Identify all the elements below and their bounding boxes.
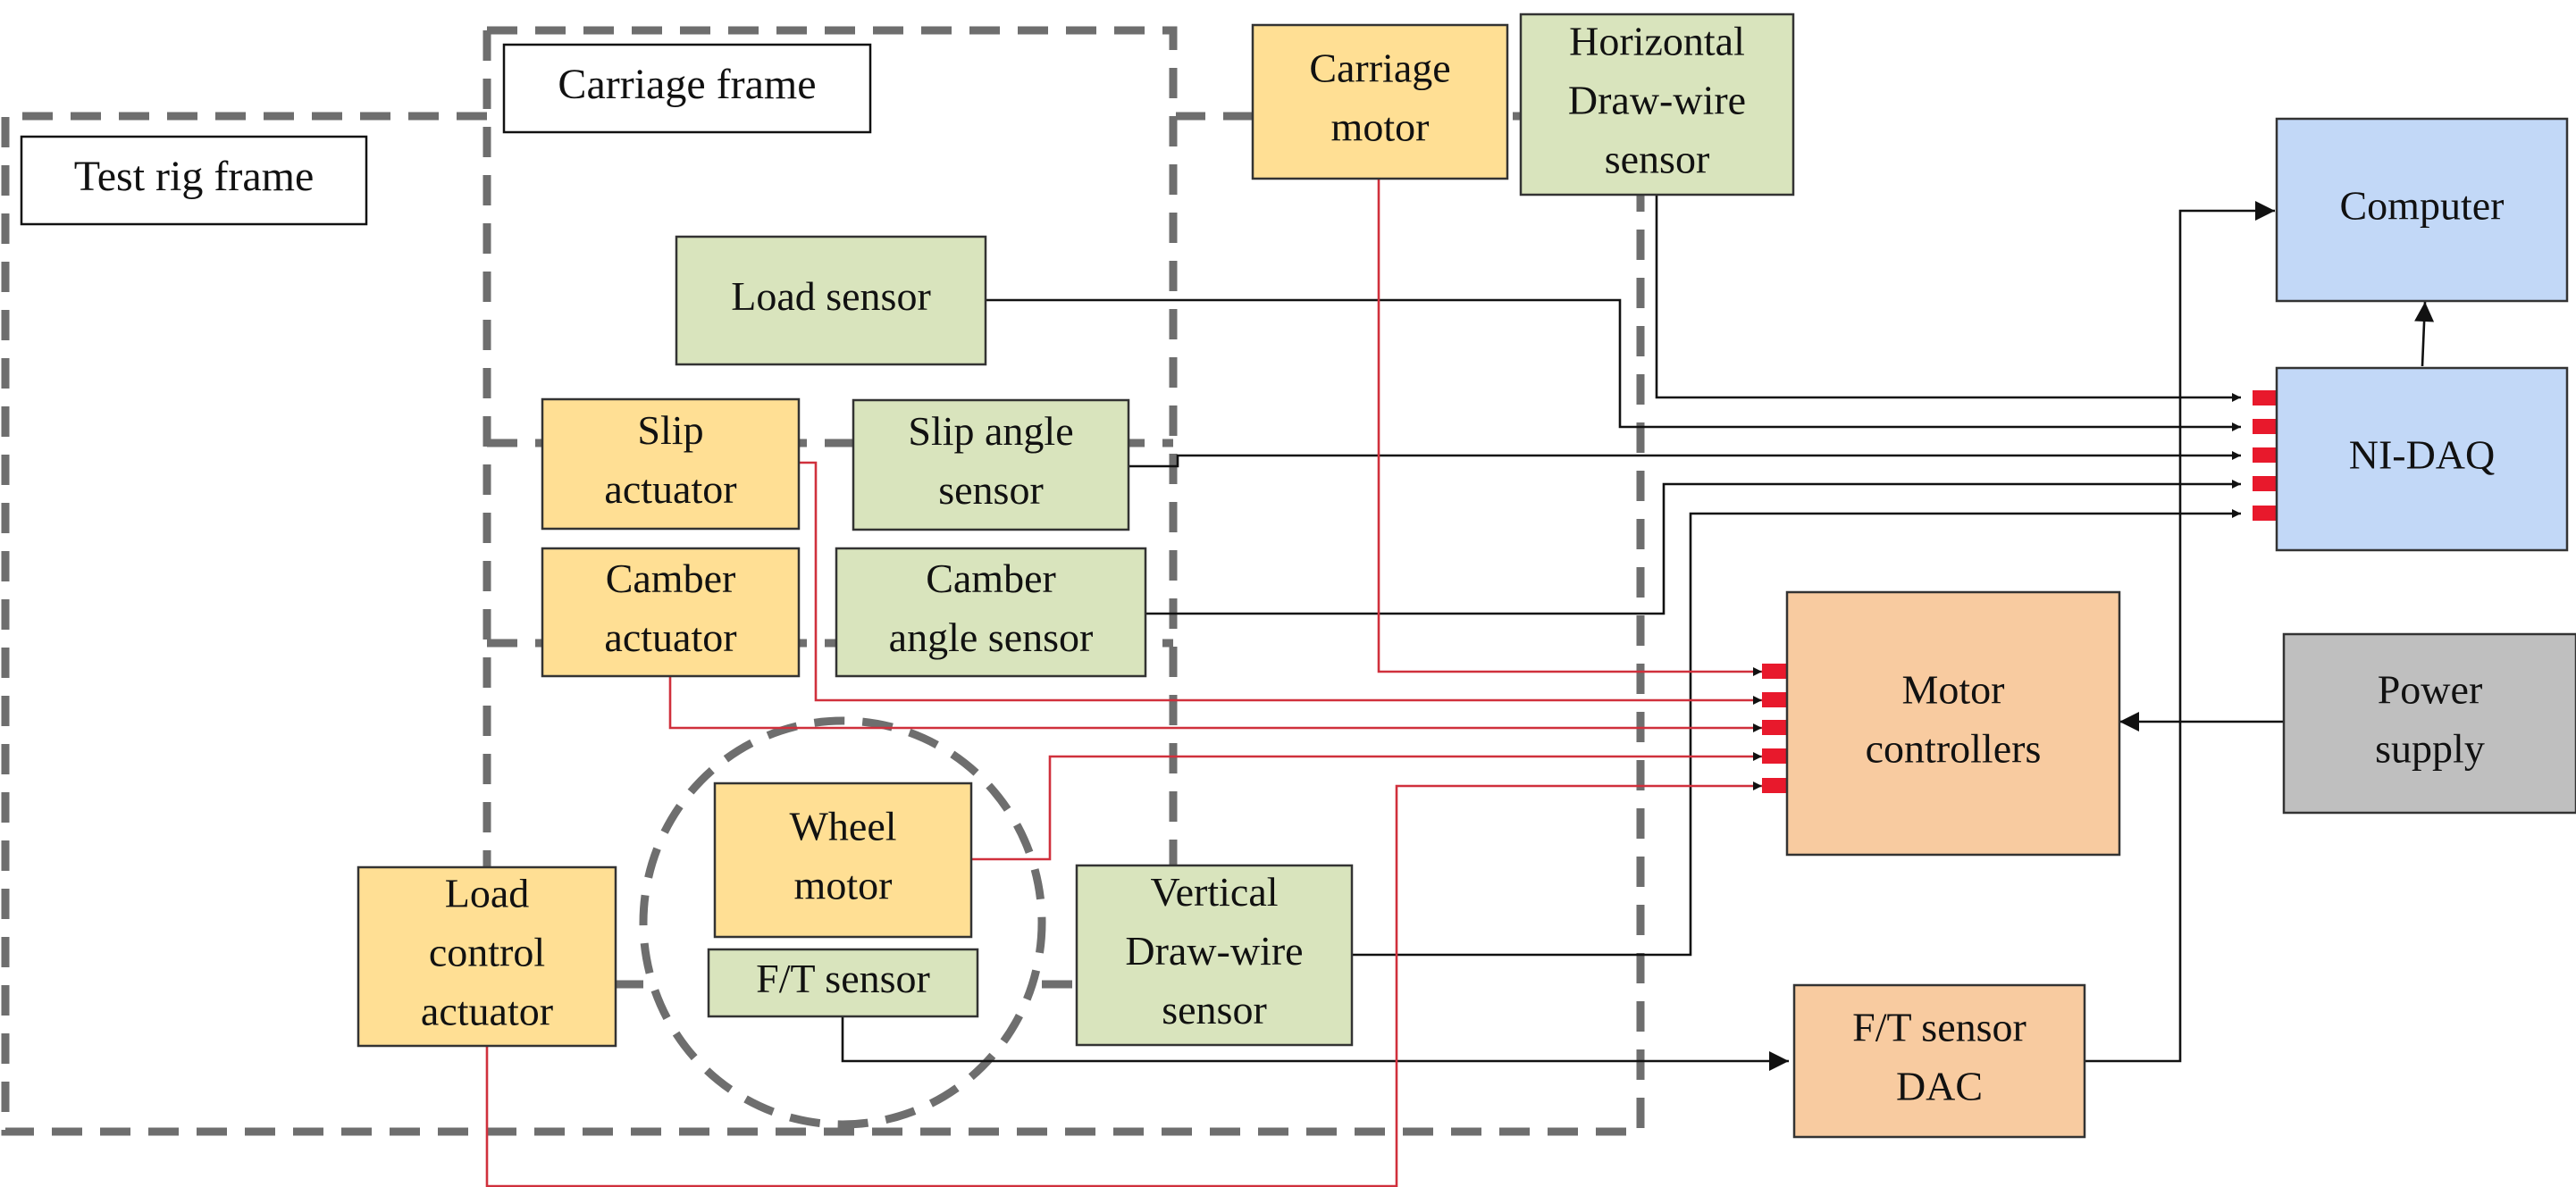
daq-port [2253,506,2279,521]
ft-sensor-dac-label: F/T sensor [1852,1005,2026,1050]
power-supply-block: Power supply [2282,632,2576,815]
camber-actuator-block: Camber actuator [541,547,801,678]
carriage-frame [482,26,1178,884]
ni-daq-label: NI-DAQ [2349,432,2496,478]
slip-actuator-label: actuator [604,466,736,512]
blocks: CarriagemotorHorizontalDraw-wiresensorLo… [357,13,2576,1139]
slip-angle-sensor-block: Slip angle sensor [852,398,1130,531]
controller-port [1762,720,1789,735]
motor-controller-ports [1762,664,1789,793]
carriage-motor-label: Carriage [1309,46,1450,91]
horizontal-drawwire-label: Horizontal [1569,19,1745,64]
power-wires [485,179,1762,1187]
ni-daq-ports [2253,390,2279,521]
slip-actuator-block: Slip actuator [541,397,801,531]
carriage-motor-block: Carriage motor [1251,23,1509,180]
wheel-assembly-circle [639,716,1046,1129]
daq-port [2253,390,2279,405]
camber-angle-sensor-label: angle sensor [889,614,1094,660]
controller-port [1762,778,1789,793]
carriage-frame-label: Carriage frame [502,43,872,134]
signal-wires [841,195,2435,1071]
load-sensor-label: Load sensor [731,273,931,319]
motor-controllers-label: Motor [1902,667,2005,713]
ft-sensor-dac-label: DAC [1896,1064,1983,1109]
load-control-actuator-label: actuator [421,989,553,1034]
wheel-motor-label: motor [794,863,893,908]
ft-sensor-label: F/T sensor [756,956,930,1001]
wheel-motor-block: Wheel motor [713,782,973,939]
controller-port [1762,664,1789,679]
load-control-actuator-label: Load [445,871,530,916]
power-supply-label: supply [2375,726,2485,772]
computer-block: Computer [2275,117,2569,303]
slip-actuator-label: Slip [637,407,703,453]
motor-controllers-block: Motor controllers [1785,590,2121,857]
carriage-motor-label: motor [1331,104,1430,150]
horizontal-drawwire-label: Draw-wire [1568,78,1746,123]
ft-sensor-block: F/T sensor [707,948,979,1018]
daq-port [2253,476,2279,491]
horizontal-drawwire-label: sensor [1605,137,1710,182]
camber-angle-sensor-label: Camber [926,556,1056,601]
vertical-drawwire-label: sensor [1162,987,1267,1032]
slip-angle-sensor-label: sensor [938,467,1044,513]
computer-label: Computer [2340,183,2505,229]
motor-controllers-label: controllers [1866,726,2042,772]
controller-port [1762,692,1789,707]
vertical-drawwire-label: Vertical [1150,869,1278,915]
camber-angle-sensor-block: Camber angle sensor [835,547,1147,678]
controller-port [1762,748,1789,764]
camber-actuator-label: actuator [604,614,736,660]
ni-daq-block: NI-DAQ [2275,366,2569,552]
svg-text:Carriage frame: Carriage frame [558,61,816,108]
camber-actuator-label: Camber [606,556,736,601]
load-sensor-block: Load sensor [675,235,987,366]
load-control-actuator-label: control [429,930,545,975]
vertical-drawwire-label: Draw-wire [1125,928,1303,974]
test-rig-frame-label: Test rig frame [20,135,368,226]
load-control-actuator-block: Load control actuator [357,865,617,1048]
daq-port [2253,447,2279,463]
power-supply-label: Power [2378,667,2483,713]
svg-text:Test rig frame: Test rig frame [74,153,315,200]
slip-angle-sensor-label: Slip angle [908,408,1073,454]
daq-port [2253,419,2279,434]
wheel-motor-label: Wheel [789,804,896,849]
